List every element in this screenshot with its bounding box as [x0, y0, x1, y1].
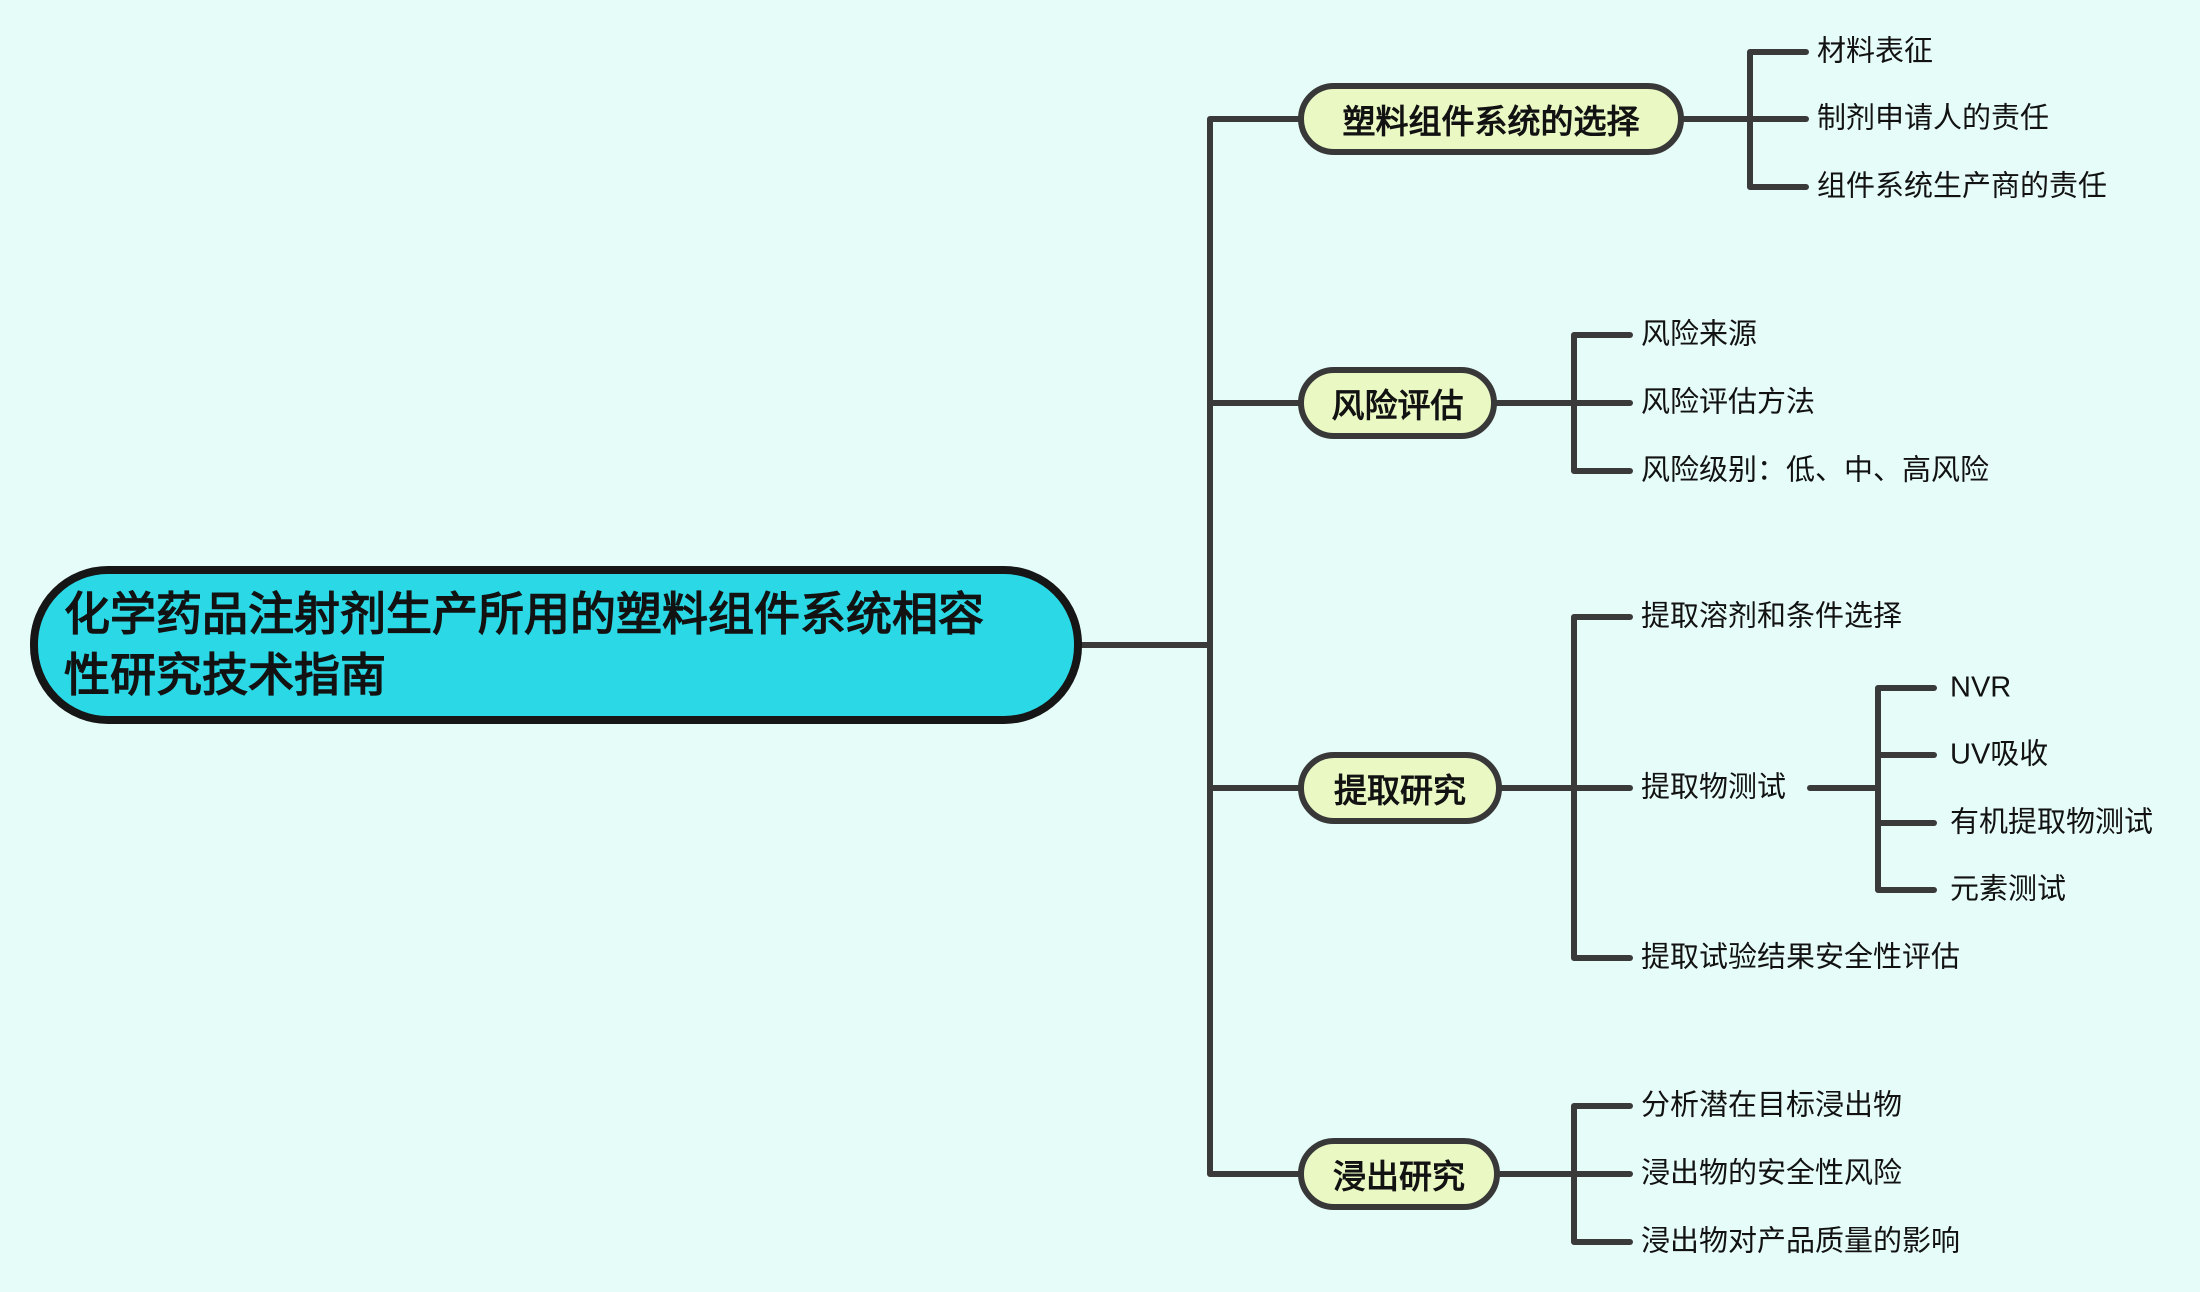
connector-extract-test-spine: [1875, 685, 1937, 893]
leaf-material-characterization[interactable]: 材料表征: [1817, 35, 1934, 68]
branch-node-extraction-study[interactable]: 提取研究: [1298, 752, 1502, 824]
leaf-solvent-condition-selection[interactable]: 提取溶剂和条件选择: [1641, 600, 1903, 633]
leaf-elemental-test[interactable]: 元素测试: [1950, 873, 2067, 906]
leaf-extraction-safety-evaluation[interactable]: 提取试验结果安全性评估: [1641, 941, 1961, 974]
leaf-manufacturer-responsibility[interactable]: 组件系统生产商的责任: [1817, 170, 2108, 203]
branch-node-leachable-study[interactable]: 浸出研究: [1298, 1138, 1500, 1210]
leaf-risk-source[interactable]: 风险来源: [1641, 318, 1758, 351]
root-node[interactable]: 化学药品注射剂生产所用的塑料组件系统相容性研究技术指南: [30, 566, 1082, 724]
leaf-applicant-responsibility[interactable]: 制剂申请人的责任: [1817, 102, 2050, 135]
leaf-risk-method[interactable]: 风险评估方法: [1641, 386, 1816, 419]
leaf-risk-levels[interactable]: 风险级别：低、中、高风险: [1641, 454, 1990, 487]
leaf-organic-extractables-test[interactable]: 有机提取物测试: [1950, 806, 2154, 839]
connector-main-spine: [1207, 116, 1301, 1177]
branch-node-risk-assessment[interactable]: 风险评估: [1298, 367, 1497, 439]
leaf-nvr[interactable]: NVR: [1950, 671, 2012, 704]
leaf-target-leachables-analysis[interactable]: 分析潜在目标浸出物: [1641, 1089, 1903, 1122]
leaf-leachables-quality-impact[interactable]: 浸出物对产品质量的影响: [1641, 1225, 1961, 1258]
node-extractable-testing[interactable]: 提取物测试: [1641, 771, 1787, 804]
leaf-uv-absorption[interactable]: UV吸收: [1950, 738, 2049, 771]
branch-node-component-selection[interactable]: 塑料组件系统的选择: [1298, 83, 1684, 155]
leaf-leachables-safety-risk[interactable]: 浸出物的安全性风险: [1641, 1157, 1903, 1190]
